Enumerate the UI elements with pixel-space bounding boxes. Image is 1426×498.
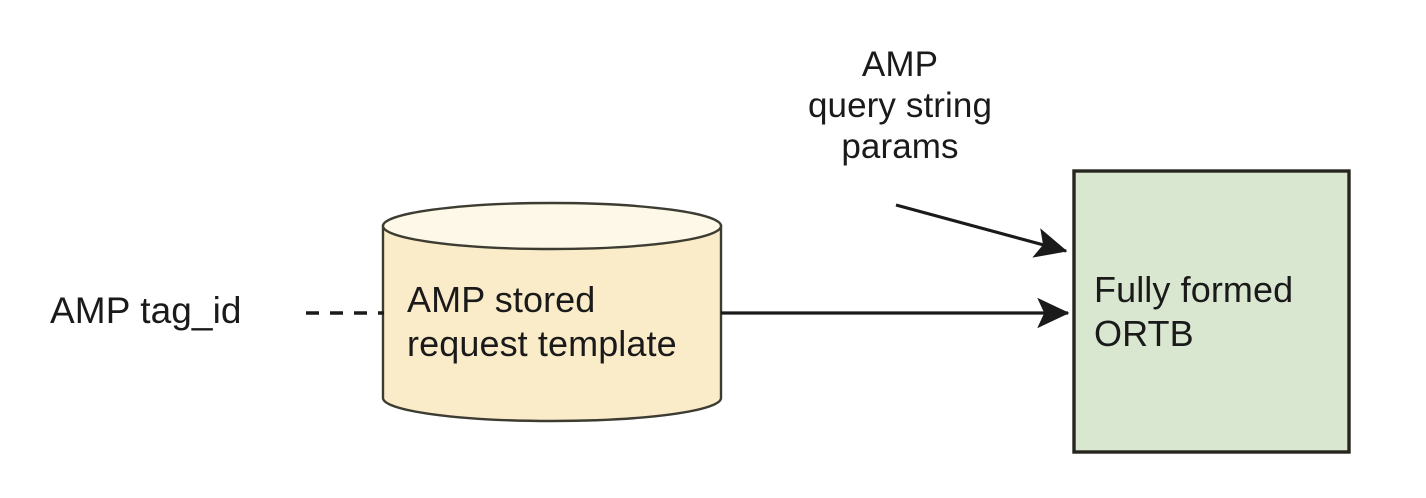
stored-request-cylinder-shape[interactable] (381, 201, 723, 423)
ortb-box-shape[interactable] (1072, 169, 1351, 454)
ortb-box-label: Fully formed ORTB (1094, 269, 1294, 354)
amp-tag-id-label: AMP tag_id (50, 290, 242, 331)
edge-query-params-to-ortb (895, 203, 1068, 258)
amp-query-string-params-label: AMP query string params (807, 45, 993, 166)
stored-request-cylinder-label: AMP stored request template (407, 279, 677, 364)
